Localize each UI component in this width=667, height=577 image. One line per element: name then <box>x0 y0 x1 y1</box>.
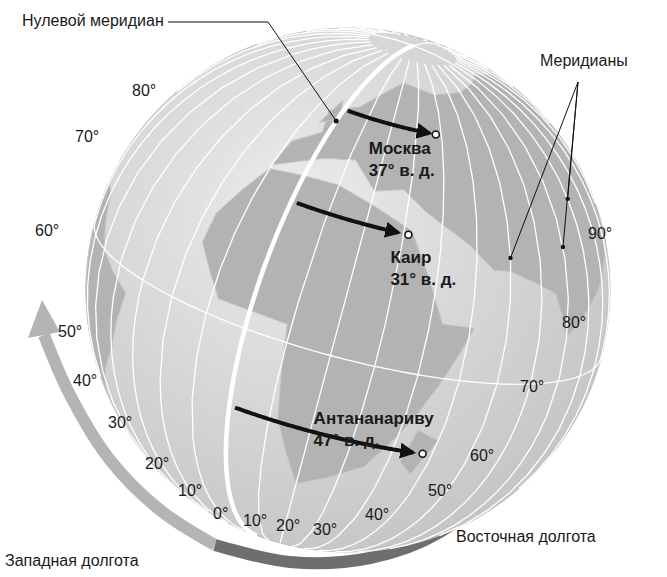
prime-meridian-label: Нулевой меридиан <box>22 12 164 30</box>
meridian <box>452 54 513 87</box>
leader-line <box>168 22 336 121</box>
meridian <box>88 39 369 376</box>
city-longitude: 31° в. д. <box>390 269 456 290</box>
degree-label: 10° <box>178 482 202 500</box>
degree-label: 0° <box>213 505 228 523</box>
meridian <box>292 62 419 545</box>
longitude-arrow <box>297 203 398 233</box>
meridian <box>437 45 452 49</box>
meridian <box>390 65 569 549</box>
meridian <box>226 46 413 536</box>
leader-dot <box>508 256 512 260</box>
degree-label: 10° <box>243 512 267 530</box>
city-longitude: 37° в. д. <box>369 160 435 181</box>
meridian <box>415 36 417 38</box>
degree-label: 30° <box>313 521 337 539</box>
meridian <box>448 51 487 68</box>
longitude-arrow <box>348 111 430 134</box>
degree-label: 20° <box>276 517 300 535</box>
city-name: Антананариву <box>314 408 434 429</box>
meridian <box>335 66 510 552</box>
leader-dot <box>561 245 565 249</box>
equator <box>94 222 601 384</box>
meridian <box>455 56 550 123</box>
degree-label: 50° <box>428 482 452 500</box>
city-name: Москва <box>369 138 431 159</box>
degree-label: 40° <box>365 506 389 524</box>
degree-label: 20° <box>145 455 169 473</box>
meridian <box>456 59 595 204</box>
prime-meridian <box>226 46 414 536</box>
city-longitude: 47° в. д. <box>314 430 380 451</box>
city-name: Каир <box>390 247 431 268</box>
meridian <box>95 36 369 222</box>
leader-dot <box>565 197 569 201</box>
meridian <box>306 29 376 33</box>
meridian <box>404 34 408 36</box>
leader-line <box>568 82 578 199</box>
meridian <box>423 39 427 40</box>
hemisphere-label: Восточная долгота <box>456 528 596 546</box>
globe <box>86 28 610 552</box>
degree-label: 70° <box>75 128 99 146</box>
degree-label: 60° <box>470 447 494 465</box>
degree-label: 40° <box>73 372 97 390</box>
meridian <box>455 63 603 489</box>
hemisphere-label: Западная долгота <box>5 552 139 570</box>
leader-dot <box>334 118 339 123</box>
meridian <box>358 66 542 552</box>
city-dot <box>405 231 412 238</box>
degree-label: 30° <box>108 414 132 432</box>
degree-label: 50° <box>58 323 82 341</box>
degree-label: 90° <box>588 225 612 243</box>
meridian <box>443 48 468 57</box>
degree-label: 80° <box>132 82 156 100</box>
city-dot <box>432 131 439 138</box>
meridians-label: Меридианы <box>540 52 628 70</box>
meridian <box>318 65 477 551</box>
meridian <box>414 43 440 46</box>
city-dot <box>419 450 426 457</box>
meridian <box>192 53 388 530</box>
leader-line <box>511 82 578 258</box>
degree-label: 60° <box>35 222 59 240</box>
leader-line <box>563 82 578 247</box>
meridian <box>361 28 387 33</box>
degree-label: 70° <box>520 378 544 396</box>
degree-label: 80° <box>562 314 586 332</box>
west-arrowhead <box>28 300 60 338</box>
